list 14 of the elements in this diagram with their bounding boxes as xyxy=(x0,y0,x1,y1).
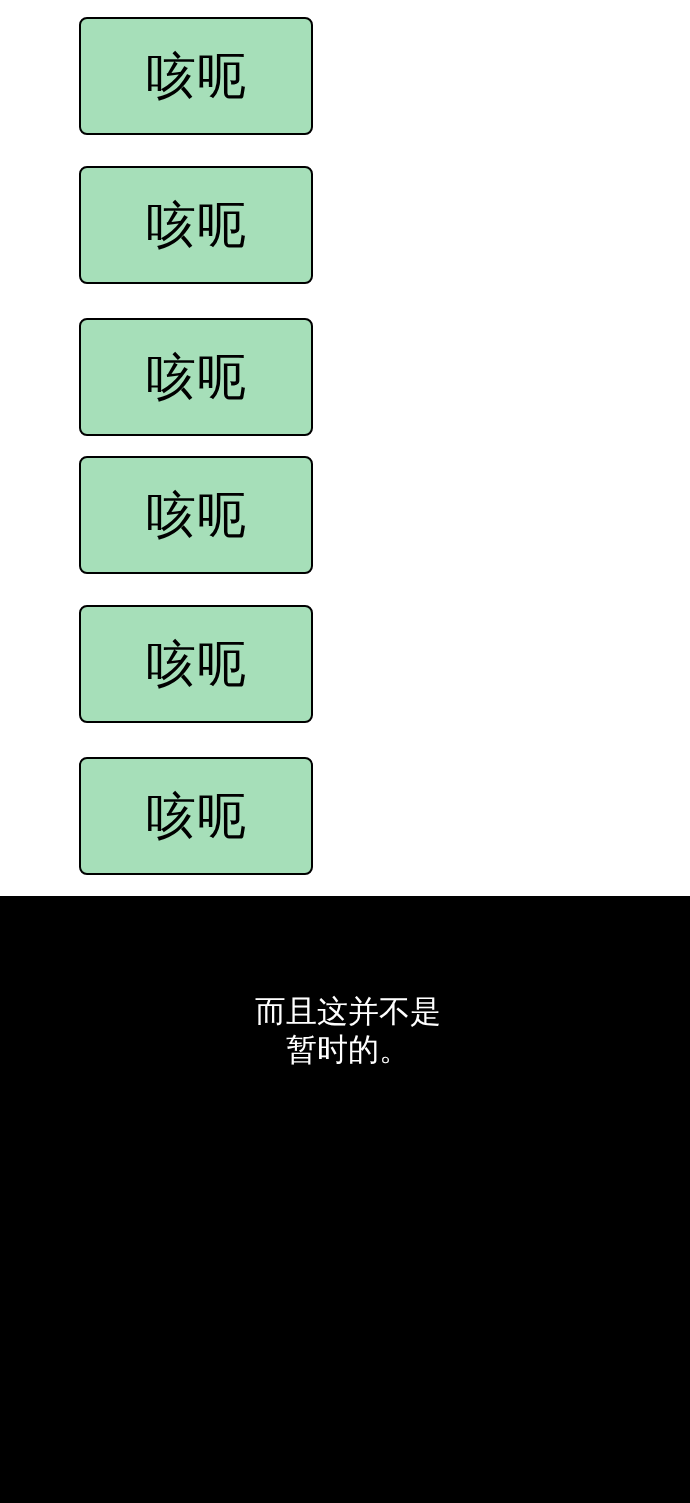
speech-box xyxy=(79,318,313,436)
box-text: 咳呃 xyxy=(146,791,246,841)
box-text: 咳呃 xyxy=(146,51,246,101)
box-text: 咳呃 xyxy=(146,352,246,402)
speech-box xyxy=(79,757,313,875)
box-text: 咳呃 xyxy=(146,200,246,250)
caption-panel xyxy=(0,896,690,1503)
speech-box xyxy=(79,456,313,574)
speech-box xyxy=(79,166,313,284)
box-text: 咳呃 xyxy=(146,490,246,540)
box-text: 咳呃 xyxy=(146,639,246,689)
speech-box xyxy=(79,17,313,135)
caption-text: 而且这并不是暂时的。 xyxy=(254,992,442,1068)
speech-box xyxy=(79,605,313,723)
